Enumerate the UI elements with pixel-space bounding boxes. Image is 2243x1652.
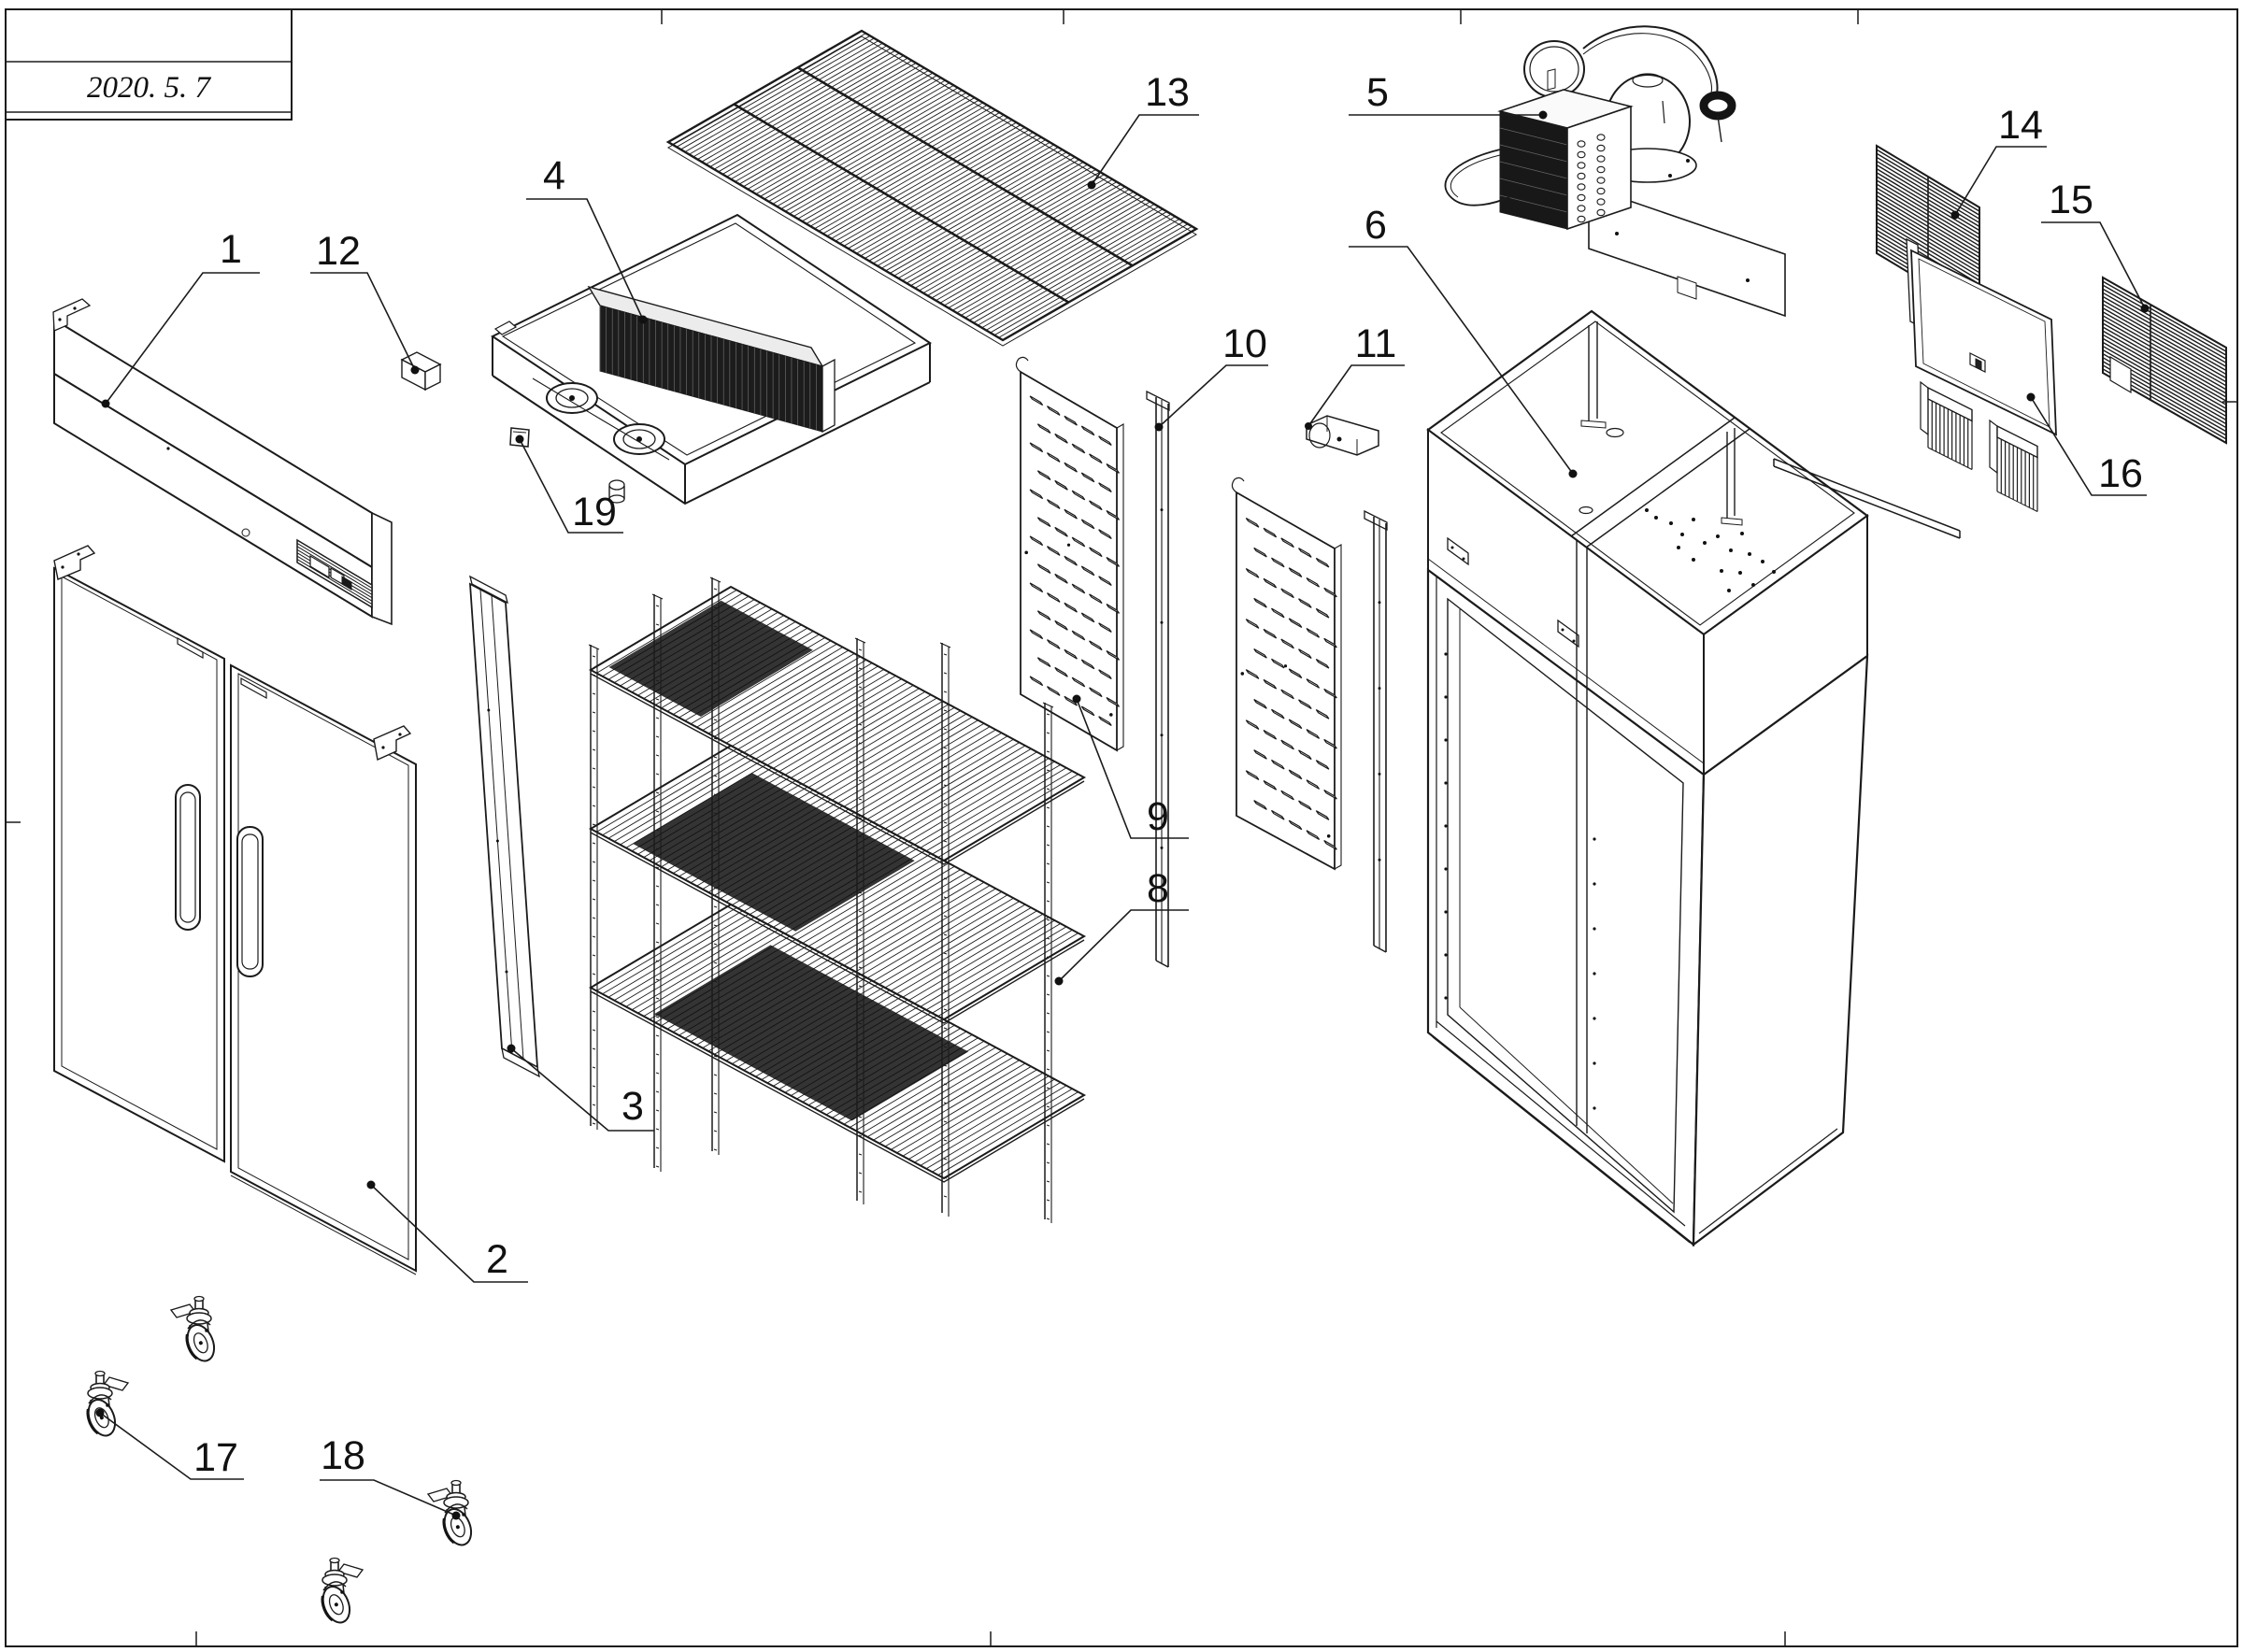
part-label-1: 1 (220, 227, 242, 272)
cabinet-body (1426, 309, 1869, 1247)
part-label-15: 15 (2049, 178, 2093, 222)
part-label-4: 4 (543, 153, 565, 198)
title-block-border (5, 8, 293, 121)
part-label-3: 3 (621, 1084, 644, 1129)
part-label-19: 19 (572, 490, 617, 534)
wire-shelf-grid (665, 29, 1199, 347)
part-label-18: 18 (321, 1433, 365, 1478)
part-labels: 1 2 3 4 5 6 8 9 10 11 12 13 14 15 16 17 (95, 70, 2150, 1520)
condensing-unit (1444, 25, 1786, 318)
top-grille-panel-assembly (52, 298, 393, 626)
revision-date: 2020. 5. 7 (87, 71, 212, 105)
part-label-13: 13 (1145, 70, 1190, 115)
duct-side-strips (1146, 390, 1388, 968)
drawing-frame (5, 8, 2238, 1647)
part-label-14: 14 (1998, 103, 2043, 148)
door-switch-block (400, 351, 442, 392)
wire-shelf-rack (588, 577, 1087, 1223)
perforated-duct-panels (1015, 356, 1342, 871)
part-label-12: 12 (316, 229, 361, 274)
door-panels (53, 545, 417, 1275)
part-label-2: 2 (486, 1237, 508, 1282)
lamp-bracket (1306, 415, 1379, 456)
part-label-16: 16 (2098, 451, 2143, 496)
part-label-17: 17 (193, 1435, 238, 1480)
louver-grille-large (2102, 276, 2227, 445)
part-label-10: 10 (1222, 321, 1267, 366)
title-block: 2020. 5. 7 (5, 8, 293, 121)
part-label-11: 11 (1355, 321, 1397, 366)
casters (86, 1295, 473, 1624)
evaporator-assembly (491, 213, 932, 506)
part-label-5: 5 (1366, 70, 1389, 115)
part-label-8: 8 (1147, 866, 1169, 911)
vent-plate-with-brushes (1773, 237, 2057, 539)
part-label-6: 6 (1364, 203, 1387, 248)
center-mullion-strip (468, 575, 540, 1078)
part-label-9: 9 (1147, 794, 1169, 839)
